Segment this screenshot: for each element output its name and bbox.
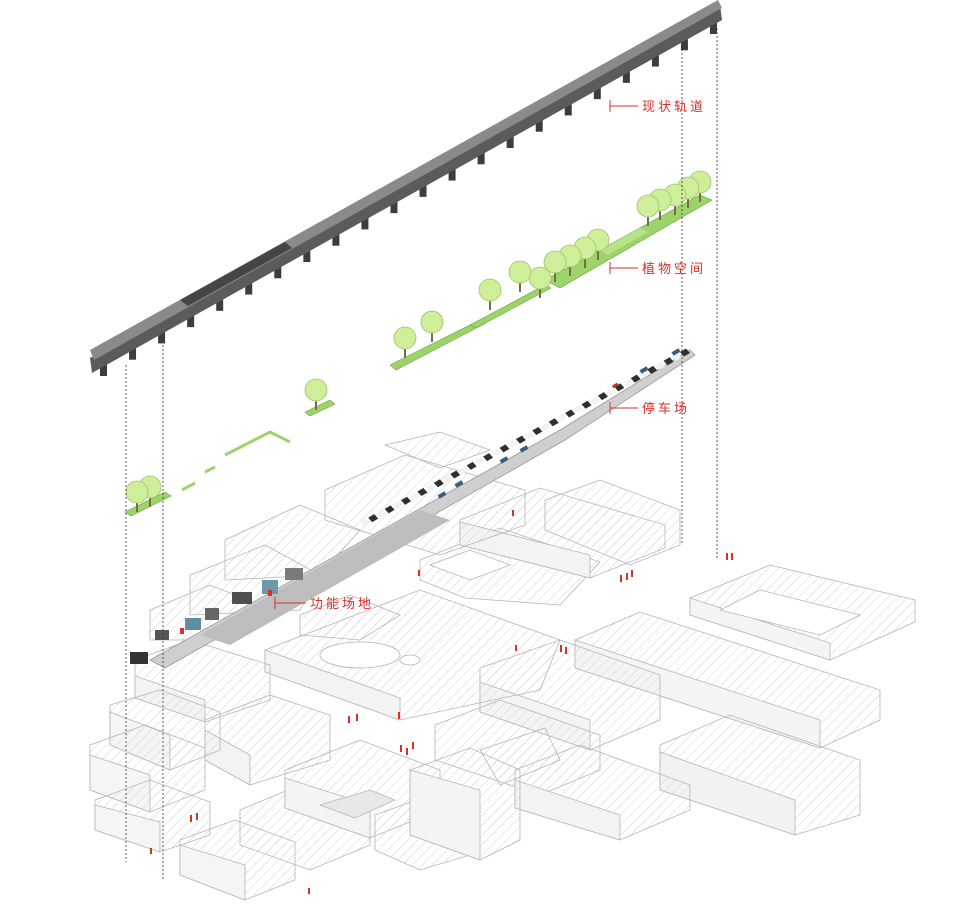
parking-stripe — [556, 413, 567, 422]
viaduct-pier — [593, 83, 601, 100]
viaduct-pier — [506, 132, 514, 148]
parking-stripe — [417, 487, 428, 496]
parking-stripe — [491, 448, 502, 457]
tree — [508, 260, 532, 292]
parking-stripe — [409, 492, 420, 501]
viaduct-pier — [651, 50, 659, 67]
parking-stripe — [425, 483, 436, 492]
viaduct-pier — [303, 246, 311, 262]
viaduct-pier — [710, 18, 717, 34]
parking-stripe — [507, 440, 518, 449]
parking-stripe — [655, 361, 666, 370]
tree — [528, 266, 552, 298]
parking-stripe — [401, 496, 412, 505]
label-parking-text: 停车场 — [642, 401, 690, 417]
tree — [543, 250, 567, 282]
parking-stripe — [360, 518, 370, 527]
viaduct-pier — [274, 262, 282, 279]
parking-stripes — [360, 348, 690, 527]
people-markers — [150, 510, 733, 894]
tree — [478, 278, 502, 310]
viaduct-pier — [564, 99, 572, 116]
tree — [420, 310, 444, 342]
viaduct-pier — [680, 34, 688, 51]
building-block — [299, 594, 401, 641]
functional-area — [130, 568, 303, 664]
viaduct-pier — [245, 278, 253, 295]
viaduct-pier — [477, 148, 485, 165]
parking-stripe — [606, 387, 617, 396]
parking-stripe — [581, 400, 592, 409]
viaduct-pier — [535, 115, 543, 132]
parking-stripe — [532, 426, 543, 435]
parking-stripe — [540, 422, 551, 431]
parking-stripe — [647, 365, 658, 374]
parking-stripe — [573, 405, 584, 414]
parking-stripe — [483, 453, 494, 462]
rail-viaduct — [90, 0, 722, 376]
viaduct-pier — [448, 164, 456, 181]
parking-stripe — [376, 509, 387, 518]
viaduct-pier — [419, 180, 427, 197]
viaduct-piers — [100, 18, 717, 376]
viaduct-pier — [100, 360, 107, 376]
parking-stripe — [614, 383, 625, 392]
label-functional-text: 功能场地 — [310, 597, 374, 612]
building-block — [318, 789, 397, 819]
parking-stripe — [663, 357, 674, 366]
label-plants: 植物空间 — [609, 262, 706, 277]
parking-stripe — [630, 374, 641, 383]
parking-stripe — [433, 479, 444, 488]
tree — [636, 194, 660, 226]
viaduct-pier — [622, 66, 630, 83]
parking-stripe — [597, 392, 608, 401]
viaduct-pier — [187, 311, 195, 328]
label-rail-text: 现状轨道 — [642, 100, 706, 115]
viaduct-pier — [361, 213, 369, 230]
building-block — [544, 479, 681, 566]
parking-stripe — [515, 435, 526, 444]
parked-cars — [437, 348, 681, 499]
tree-group — [125, 170, 712, 512]
parking-stripe — [565, 409, 576, 418]
viaduct-pier — [216, 294, 224, 311]
tree — [125, 480, 149, 512]
viaduct-pier — [332, 229, 340, 246]
parking-stripe — [638, 370, 649, 379]
parking-stripe — [442, 474, 453, 483]
parking-stripe — [548, 418, 559, 427]
buildings-layer — [89, 431, 916, 901]
parking-stripe — [458, 466, 469, 475]
parking-stripe — [392, 501, 403, 510]
parking-stripe — [589, 396, 600, 405]
parking-stripe — [671, 352, 682, 361]
tree — [393, 326, 417, 358]
building-block — [689, 564, 916, 661]
label-functional: 功能场地 — [274, 597, 374, 612]
viaduct-pier — [158, 327, 166, 344]
parking-stripe — [680, 348, 690, 357]
plant-layer — [124, 170, 713, 517]
viaduct-pier — [390, 197, 398, 214]
guide-lines — [125, 28, 718, 880]
parking-stripe — [622, 379, 633, 388]
label-parking: 停车场 — [609, 401, 690, 417]
parking-stripe — [499, 444, 510, 453]
building-block — [383, 431, 492, 469]
tree — [304, 378, 328, 410]
building-block — [409, 747, 521, 861]
parking-layer — [149, 348, 696, 669]
parking-stripe — [524, 431, 535, 440]
label-rail: 现状轨道 — [609, 100, 706, 115]
parking-stripe — [450, 470, 461, 479]
label-plants-text: 植物空间 — [642, 262, 706, 277]
parking-stripe — [466, 461, 477, 470]
viaduct-pier — [129, 343, 137, 360]
building-block — [659, 714, 861, 836]
parking-stripe — [368, 514, 379, 523]
parking-stripe — [474, 457, 485, 466]
parking-stripe — [384, 505, 395, 514]
